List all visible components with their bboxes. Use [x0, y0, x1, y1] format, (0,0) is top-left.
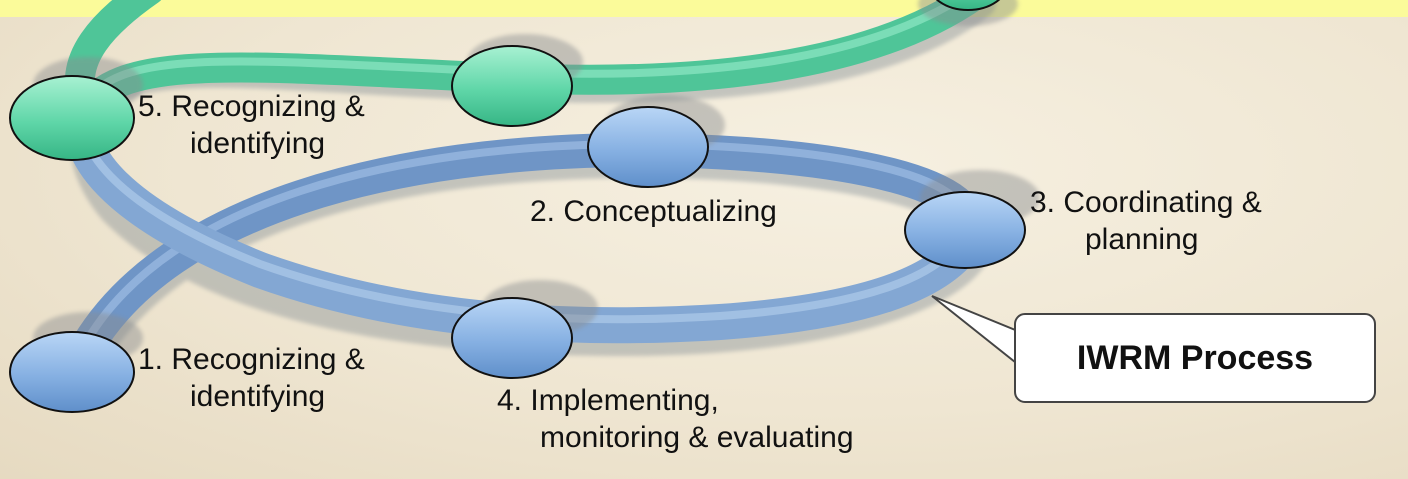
- stage-2-label: 2. Conceptualizing: [530, 193, 777, 230]
- stage-3-label: 3. Coordinating & planning: [1030, 184, 1262, 258]
- stage-1-label-line1: 1. Recognizing &: [138, 343, 365, 376]
- top-green-node: [451, 45, 573, 127]
- stage-5-label-line2: identifying: [190, 127, 326, 160]
- stage-4-label-line2: monitoring & evaluating: [540, 421, 854, 454]
- header-band: [0, 0, 1408, 17]
- stage-4-label-line1: 4. Implementing,: [497, 384, 719, 417]
- stage-3-label-line1: 3. Coordinating &: [1030, 186, 1262, 219]
- callout-box: [1014, 313, 1376, 403]
- stage-2-label-line1: 2. Conceptualizing: [530, 195, 777, 228]
- stage-5-node: [9, 75, 135, 161]
- stage-2-node: [587, 106, 709, 188]
- stage-1-label: 1. Recognizing & identifying: [138, 341, 365, 415]
- stage-3-label-line2: planning: [1085, 223, 1199, 256]
- stage-5-label: 5. Recognizing & identifying: [138, 88, 365, 162]
- stage-5-label-line1: 5. Recognizing &: [138, 90, 365, 123]
- stage-1-label-line2: identifying: [190, 380, 326, 413]
- top-edge-node: [935, 0, 1001, 11]
- stage-4-node: [451, 297, 573, 379]
- stage-3-node: [904, 191, 1026, 269]
- iwrm-process-callout: IWRM Process: [1076, 338, 1314, 377]
- stage-4-label: 4. Implementing, monitoring & evaluating: [497, 382, 854, 456]
- stage-1-node: [9, 331, 135, 413]
